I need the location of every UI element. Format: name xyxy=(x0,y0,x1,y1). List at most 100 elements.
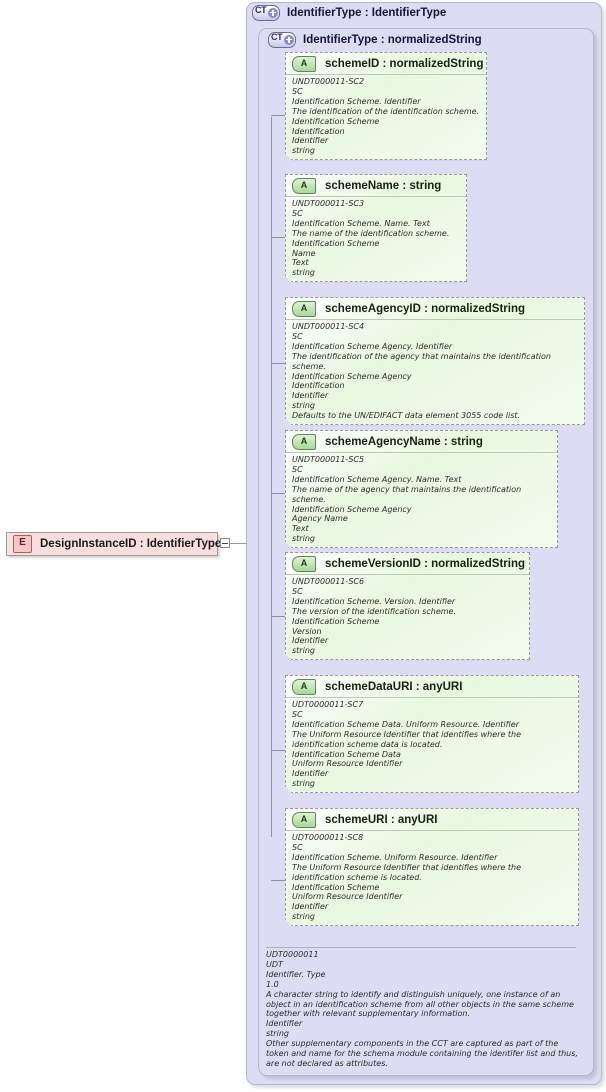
complextype-icon-label: CT xyxy=(255,5,267,15)
attribute-title: schemeName : string xyxy=(325,179,442,192)
documentation-line: Uniform Resource Identifier xyxy=(292,892,403,902)
attribute-title: schemeID : normalizedString xyxy=(325,57,484,70)
attribute-tree-connector xyxy=(271,117,272,837)
documentation-line: Text xyxy=(292,258,309,268)
documentation-line: Identification Scheme. Name. Text xyxy=(292,218,430,228)
documentation-line: SC xyxy=(292,709,303,719)
documentation-line: string xyxy=(292,534,315,544)
documentation-line: Identification Scheme Data. Uniform Reso… xyxy=(292,719,519,729)
documentation-line: The name of the identification scheme. xyxy=(292,228,450,238)
attribute-icon: A xyxy=(292,301,316,317)
documentation-line: SC xyxy=(292,331,303,341)
documentation-line: SC xyxy=(292,586,303,596)
complextype-inner-header[interactable]: CT IdentifierType : normalizedString xyxy=(268,32,482,48)
documentation-line: string xyxy=(292,268,315,278)
documentation-line: Uniform Resource Identifier xyxy=(292,759,403,769)
documentation-line: SC xyxy=(292,842,303,852)
documentation-line: Identification xyxy=(292,381,345,391)
documentation-line: Identifier. Type xyxy=(266,969,326,979)
documentation-line: Identification Scheme xyxy=(292,238,380,248)
documentation-line: The Uniform Resource Identifier that ide… xyxy=(292,729,522,749)
documentation-line: Identifier xyxy=(292,136,329,146)
documentation-line: The identification of the identification… xyxy=(292,106,480,116)
attribute-title: schemeDataURI : anyURI xyxy=(325,680,463,693)
documentation-line: 1.0 xyxy=(266,979,279,989)
documentation-line: Identifier xyxy=(266,1019,303,1029)
documentation-line: string xyxy=(292,779,315,789)
documentation-line: UNDT000011-SC2 xyxy=(292,77,365,86)
documentation-line: Defaults to the UN/EDIFACT data element … xyxy=(292,411,521,421)
documentation-line: The name of the agency that maintains th… xyxy=(292,484,522,504)
documentation-line: SC xyxy=(292,464,303,474)
documentation-line: string xyxy=(266,1029,289,1039)
documentation-line: SC xyxy=(292,208,303,218)
documentation-line: UDT0000011-SC8 xyxy=(292,833,364,842)
attribute-connector-stub xyxy=(271,237,285,238)
plus-icon[interactable] xyxy=(268,7,278,18)
documentation-line: Identifier xyxy=(292,636,329,646)
attribute-icon: A xyxy=(292,178,316,194)
documentation-line: Agency Name xyxy=(292,514,348,524)
documentation-line: Identification Scheme xyxy=(292,882,380,892)
documentation-line: string xyxy=(292,146,315,156)
attribute-icon: A xyxy=(292,556,316,572)
attribute-connector-stub xyxy=(271,880,285,881)
footer-separator xyxy=(266,947,576,948)
documentation-line: Identification Scheme. Version. Identifi… xyxy=(292,596,456,606)
documentation-line: UNDT000011-SC3 xyxy=(292,199,365,208)
documentation-line: Identification Scheme Agency. Identifier xyxy=(292,341,453,351)
collapse-toggle-button[interactable] xyxy=(220,538,230,548)
element-icon: E xyxy=(13,535,32,553)
documentation-line: SC xyxy=(292,86,303,96)
complextype-expand-icon[interactable]: CT xyxy=(252,5,280,21)
documentation-line: Version xyxy=(292,626,322,636)
plus-icon[interactable] xyxy=(284,34,294,45)
complextype-inner-label: IdentifierType : normalizedString xyxy=(303,34,482,46)
documentation-line: Identification xyxy=(292,126,345,136)
documentation-line: Other supplementary components in the CC… xyxy=(266,1039,578,1068)
documentation-line: Identifier xyxy=(292,769,329,779)
complextype-expand-icon[interactable]: CT xyxy=(268,32,296,48)
attribute-connector-stub xyxy=(271,616,285,617)
element-node-label: DesignInstanceID : IdentifierType xyxy=(40,538,222,550)
attribute-connector-stub xyxy=(271,363,285,364)
documentation-line: Identifier xyxy=(292,391,329,401)
attribute-icon: A xyxy=(292,679,316,695)
documentation-line: string xyxy=(292,646,315,656)
documentation-line: UDT0000011 xyxy=(266,950,319,959)
attribute-connector-stub xyxy=(271,750,285,751)
documentation-line: The Uniform Resource Identifier that ide… xyxy=(292,862,522,882)
complextype-icon-label: CT xyxy=(271,32,283,42)
element-to-type-connector xyxy=(218,543,247,544)
documentation-line: Identification Scheme Agency xyxy=(292,504,412,514)
attribute-title: schemeAgencyName : string xyxy=(325,435,483,448)
documentation-line: Text xyxy=(292,524,309,534)
documentation-line: Identification Scheme Agency xyxy=(292,371,412,381)
attribute-title: schemeAgencyID : normalizedString xyxy=(325,302,526,315)
documentation-line: Name xyxy=(292,248,316,258)
complextype-outer-label: IdentifierType : IdentifierType xyxy=(287,7,447,19)
attribute-title: schemeURI : anyURI xyxy=(325,813,438,826)
documentation-line: Identification Scheme xyxy=(292,116,380,126)
documentation-line: Identification Scheme xyxy=(292,616,380,626)
complextype-outer-header[interactable]: CT IdentifierType : IdentifierType xyxy=(252,5,446,21)
element-node-designinstanceid[interactable]: E DesignInstanceID : IdentifierType xyxy=(6,532,222,556)
